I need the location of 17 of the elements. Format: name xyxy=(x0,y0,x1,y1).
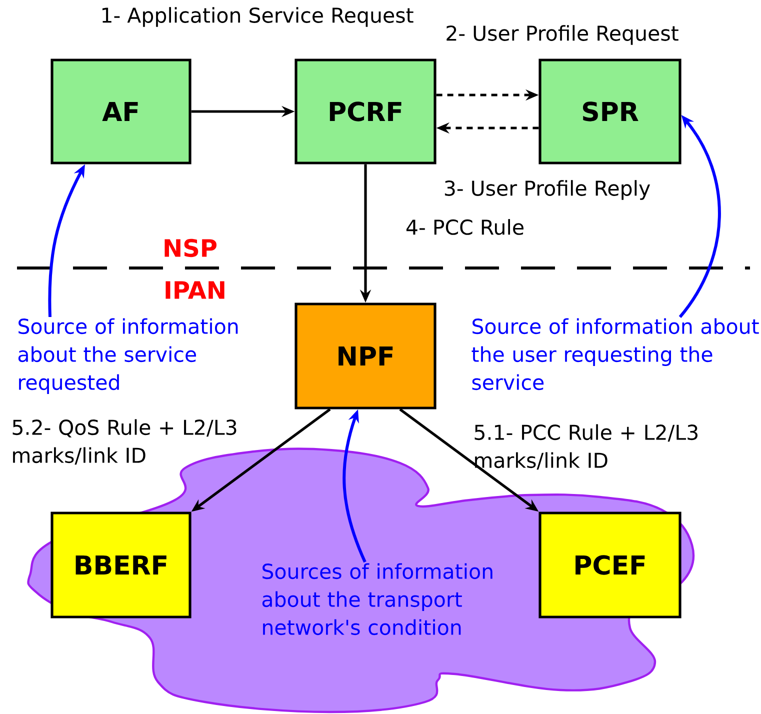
process-box: PCEF xyxy=(538,512,682,618)
process-box: BBERF xyxy=(50,512,192,618)
edge-label: 2- User Profile Request xyxy=(446,25,678,45)
note-text: Sources of information about the transport network's condition xyxy=(262,563,492,636)
process-box: PCRF xyxy=(294,58,436,164)
edge-label: 4- PCC Rule xyxy=(406,219,524,235)
edge-label: 5.1- PCC Rule + L2/L3 marks/link ID xyxy=(474,424,698,470)
edge-label: 1- Application Service Request xyxy=(102,7,414,27)
edge-label: 5.2- QoS Rule + L2/L3 marks/link ID xyxy=(12,419,236,465)
process-box: SPR xyxy=(538,58,682,164)
region-label: IPAN xyxy=(166,281,224,299)
process-box: NPF xyxy=(294,302,436,410)
note-text: Source of information about the service requested xyxy=(18,318,238,394)
edge-label: 3- User Profile Reply xyxy=(444,180,650,200)
process-box: AF xyxy=(50,58,192,164)
note-text: Source of information about the user requesting the service xyxy=(472,318,759,390)
region-label: NSP xyxy=(164,238,216,258)
